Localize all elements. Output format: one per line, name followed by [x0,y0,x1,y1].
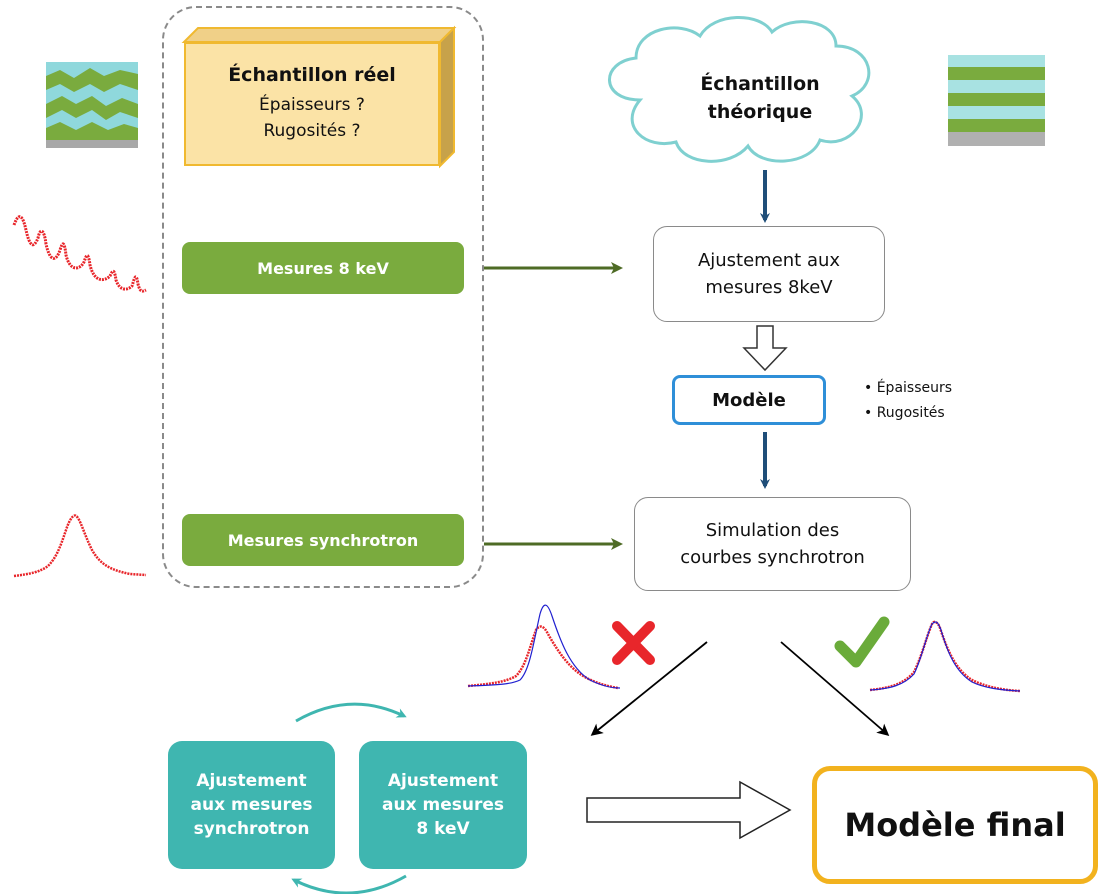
bullet-roughness: • Rugosités [864,405,945,421]
simulation-line1: Simulation des [705,520,840,541]
curve-sync-icon [13,514,147,578]
rough-multilayer-icon [46,62,138,148]
model-label: Modèle [712,389,786,411]
checkmark-icon [834,616,890,668]
goodfit-plot-icon [869,620,1021,693]
model-box: Modèle [672,375,826,425]
fit-8kev-teal-line3: 8 keV [416,819,470,839]
final-model-box: Modèle final [812,766,1098,884]
fit-sync-line2: aux mesures [190,795,313,815]
fit-8kev-line2: mesures 8keV [705,277,833,298]
real-sample-frame [162,6,484,588]
roughness-question: Rugosités ? [263,121,361,141]
thickness-question: Épaisseurs ? [259,95,365,115]
fit-synchrotron-box: Ajustement aux mesures synchrotron [168,741,335,869]
misfit-plot-icon [467,604,621,690]
theoretical-line2: théorique [707,101,813,123]
real-sample-title: Échantillon réel [228,64,396,86]
fit-8kev-box: Ajustement aux mesures 8keV [653,226,885,322]
fit-sync-line3: synchrotron [193,819,310,839]
cloud-icon [608,16,871,163]
simulation-box: Simulation des courbes synchrotron [634,497,911,591]
cross-icon [612,621,655,665]
final-model-label: Modèle final [844,806,1066,844]
measures-synchrotron-box: Mesures synchrotron [182,514,464,566]
bullet-thickness: • Épaisseurs [864,380,953,396]
real-sample-box: Échantillon réel Épaisseurs ? Rugosités … [184,42,440,166]
fit-sync-line1: Ajustement [196,771,307,791]
curve-8kev-icon [12,215,147,293]
hollow-right-arrow [586,780,792,840]
simulation-line2: courbes synchrotron [680,547,865,568]
fit-8kev-line1: Ajustement aux [697,250,841,271]
theoretical-sample-label: Échantillon théorique [660,70,860,126]
measures-8kev-label: Mesures 8 keV [257,258,389,278]
fit-8kev-teal-line1: Ajustement [387,771,499,791]
fit-8kev-teal-box: Ajustement aux mesures 8 keV [359,741,527,869]
measures-synchrotron-label: Mesures synchrotron [227,530,419,550]
hollow-down-arrow [742,325,788,372]
model-bullets: • Épaisseurs • Rugosités [864,376,952,426]
ideal-multilayer-icon [948,55,1045,146]
theoretical-line1: Échantillon [700,73,820,95]
measures-8kev-box: Mesures 8 keV [182,242,464,294]
fit-8kev-teal-line2: aux mesures [382,795,504,815]
